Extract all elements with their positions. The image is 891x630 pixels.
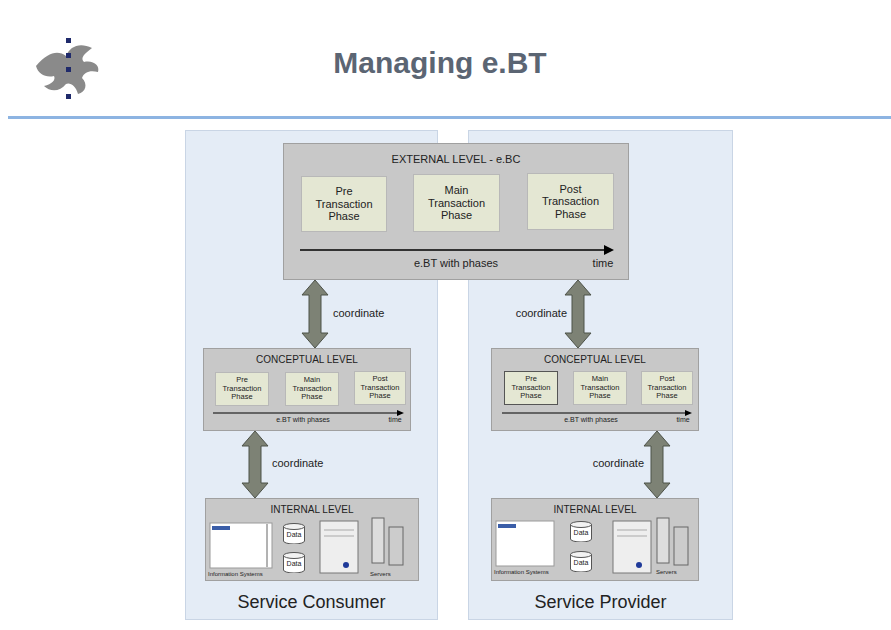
box-label: Data <box>287 531 302 539</box>
logo-dot <box>66 67 71 72</box>
annotation: Servers <box>370 571 406 578</box>
logo-dot <box>66 94 71 99</box>
phase-box: Main Transaction Phase <box>285 372 339 406</box>
level-box: CONCEPTUAL LEVEL Pre Transaction Phase Mai… <box>491 348 699 431</box>
phase-box: Pre Transaction Phase <box>504 371 558 405</box>
box-heading: INTERNAL LEVEL <box>554 504 637 516</box>
box-label: Data <box>574 529 589 537</box>
time-axis <box>502 410 692 416</box>
box-label: Post Transaction Phase <box>359 375 401 401</box>
header-rule <box>8 116 891 119</box>
annotation: e.BT with phases <box>405 257 507 270</box>
server-icon <box>657 518 688 565</box>
box-label: Post Transaction Phase <box>538 183 603 221</box>
time-axis <box>300 245 614 255</box>
annotation: time <box>384 416 406 424</box>
edge-label: coordinate <box>272 457 332 470</box>
box-label: Pre Transaction Phase <box>220 376 264 402</box>
box-label: Pre Transaction Phase <box>312 185 376 223</box>
information-system-icon <box>496 521 554 566</box>
box-heading: Service Consumer <box>237 592 385 613</box>
annotation: Servers <box>656 569 692 576</box>
logo-dot <box>66 38 71 43</box>
box-label: Data <box>287 560 302 568</box>
edge-label: coordinate <box>580 457 644 470</box>
logo-flame <box>36 45 98 94</box>
data-cylinder: Data <box>570 521 592 542</box>
box-heading: INTERNAL LEVEL <box>271 504 354 516</box>
box-heading: CONCEPTUAL LEVEL <box>544 354 646 366</box>
box-heading: EXTERNAL LEVEL - e.BC <box>392 153 521 166</box>
annotation: e.BT with phases <box>262 416 344 424</box>
phase-box: Main Transaction Phase <box>573 371 627 405</box>
university-logo <box>36 38 98 99</box>
logo-dot <box>66 53 71 58</box>
coordination-arrow <box>242 431 268 498</box>
cylinder-top <box>284 553 305 559</box>
data-cylinder: Data <box>570 551 592 572</box>
phase-box: Pre Transaction Phase <box>301 176 387 232</box>
edge-label: coordinate <box>333 307 393 320</box>
annotation: Information Systems <box>208 571 280 578</box>
data-cylinder: Data <box>283 523 305 544</box>
box-label: Main Transaction Phase <box>290 376 334 402</box>
box-label: Post Transaction Phase <box>646 375 688 401</box>
annotation: time <box>672 416 694 424</box>
level-box: INTERNAL LEVELDataData <box>205 498 419 581</box>
box-label: Pre Transaction Phase <box>509 375 553 401</box>
cylinder-top <box>571 552 592 558</box>
box-heading: Service Provider <box>534 592 666 613</box>
box-heading: CONCEPTUAL LEVEL <box>256 354 358 366</box>
computer-icon <box>320 521 358 573</box>
phase-box: Post Transaction Phase <box>641 371 693 405</box>
server-icon <box>372 518 403 565</box>
coordination-arrow <box>644 431 670 498</box>
time-axis <box>213 410 404 416</box>
annotation: e.BT with phases <box>550 416 632 424</box>
cylinder-top <box>284 524 305 530</box>
edge-label: coordinate <box>503 307 567 320</box>
cylinder-top <box>571 522 592 528</box>
annotation: time <box>586 257 620 270</box>
information-system-icon <box>210 523 272 568</box>
page-title: Managing e.BT <box>240 46 640 81</box>
level-box: INTERNAL LEVELDataData <box>491 498 699 581</box>
phase-box: Post Transaction Phase <box>354 371 406 405</box>
phase-box: Pre Transaction Phase <box>215 372 269 406</box>
annotation: Information Systems <box>494 569 566 576</box>
phase-box: Main Transaction Phase <box>413 174 500 232</box>
data-cylinder: Data <box>283 552 305 573</box>
coordination-arrow <box>565 280 591 348</box>
box-label: Main Transaction Phase <box>578 375 622 401</box>
computer-icon <box>613 521 651 573</box>
phase-box: Post Transaction Phase <box>527 173 614 230</box>
box-label: Main Transaction Phase <box>424 184 489 222</box>
coordination-arrow <box>302 280 328 348</box>
level-box: CONCEPTUAL LEVEL Pre Transaction Phase Mai… <box>203 348 411 431</box>
box-label: Data <box>574 559 589 567</box>
level-box: EXTERNAL LEVEL - e.BC Pre Transaction Pha… <box>283 143 629 280</box>
